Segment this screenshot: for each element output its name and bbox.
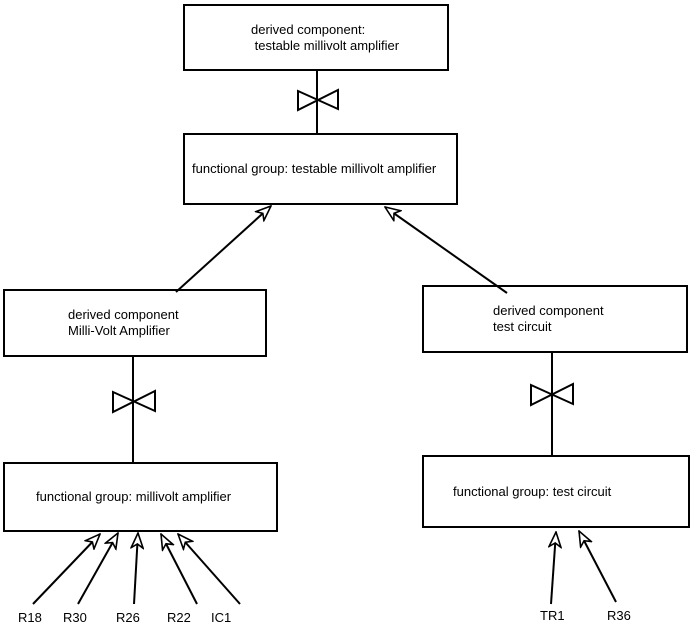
component-label-tr1: TR1 (540, 608, 565, 623)
component-label-r18: R18 (18, 610, 42, 625)
node-label-line: Milli-Volt Amplifier (68, 323, 170, 338)
arrow-ic1 (178, 534, 241, 605)
node-derived-component-test-circuit[interactable]: derived component test circuit (422, 285, 688, 353)
arrow-r30 (77, 533, 118, 605)
node-label-line: functional group: test circuit (453, 483, 612, 499)
node-label-line: test circuit (493, 319, 552, 334)
node-label-line: functional group: testable millivolt amp… (192, 161, 437, 176)
arrow-r36 (579, 531, 617, 603)
arrow-tr1 (551, 532, 556, 605)
node-label-line: derived component: (251, 21, 366, 37)
node-functional-group-millivolt-amplifier[interactable]: functional group: millivolt amplifier (3, 462, 278, 532)
arrow-r26 (134, 533, 138, 605)
node-derived-component-milli-volt-amplifier[interactable]: derived component Milli-Volt Amplifier (3, 289, 267, 357)
bowtie-icon (530, 382, 574, 407)
connector-top-decomposition (297, 71, 339, 133)
node-label-line: functional group: millivolt amplifier (36, 489, 232, 504)
node-functional-group-testable-millivolt-amplifier[interactable]: functional group: testable millivolt amp… (183, 133, 458, 205)
arrow-left-derived-to-fg-testable (175, 206, 271, 293)
connector-right-decomposition (530, 353, 574, 455)
node-label-line: derived component (68, 307, 179, 322)
component-label-r26: R26 (116, 610, 140, 625)
node-derived-component-testable-millivolt-amplifier[interactable]: derived component: testable millivolt am… (183, 4, 449, 71)
component-label-r30: R30 (63, 610, 87, 625)
bowtie-icon (297, 88, 339, 112)
component-label-r36: R36 (607, 608, 631, 623)
connector-left-decomposition (112, 357, 156, 462)
component-label-ic1: IC1 (211, 610, 232, 625)
node-label-line: derived component (493, 303, 604, 318)
node-functional-group-test-circuit[interactable]: functional group: test circuit (422, 455, 690, 528)
node-label-line: testable millivolt amplifier (251, 37, 400, 53)
arrow-r18 (32, 534, 100, 605)
arrow-right-derived-to-fg-testable (385, 207, 508, 294)
arrow-r22 (161, 534, 198, 605)
component-label-r22: R22 (167, 610, 191, 625)
bowtie-icon (112, 389, 156, 414)
